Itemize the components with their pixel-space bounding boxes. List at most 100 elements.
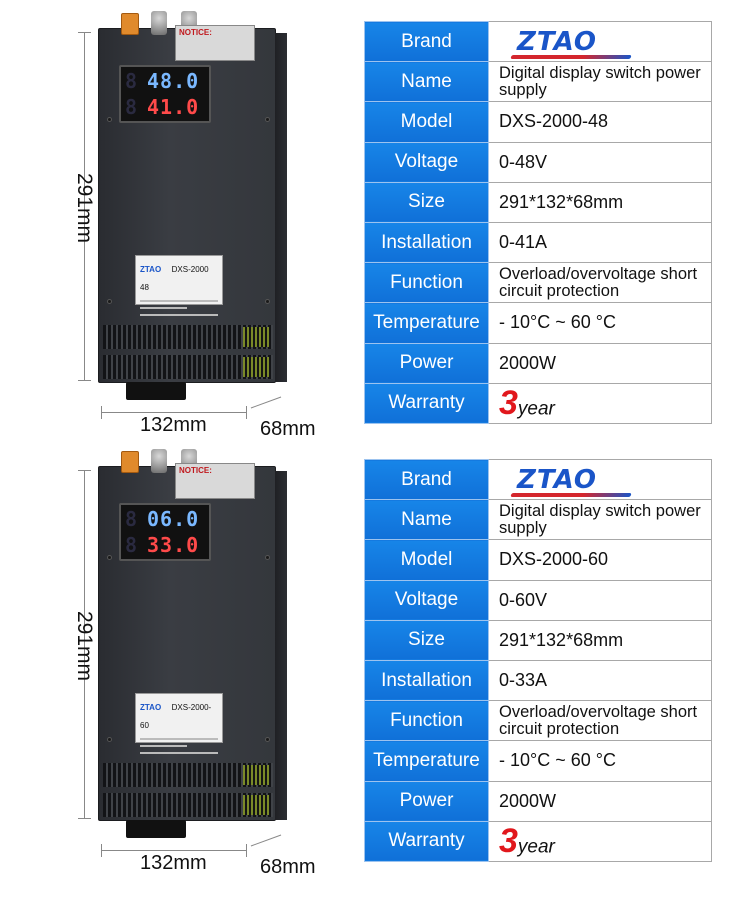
spec-value: Overload/overvoltage short circuit prote… <box>488 262 712 304</box>
width-dimension-label: 132mm <box>140 414 207 436</box>
spec-key: Brand <box>364 458 489 501</box>
device-side <box>275 33 287 382</box>
width-dimension-line <box>101 406 247 419</box>
spec-value: Digital display switch power supply <box>488 61 712 103</box>
nameplate-model: DXS-2000-60 <box>140 703 212 730</box>
brand-logo-text: ZTAO <box>517 26 597 57</box>
spec-key: Size <box>364 181 489 223</box>
spec-row-brand: Brand ZTAO <box>364 458 712 501</box>
brand-logo-text: ZTAO <box>517 464 597 495</box>
spec-value: DXS-2000-60 <box>488 539 712 581</box>
power-supply-illustration: NOTICE: 8 06.0 8 33.0 ZTAO DXS-2000-60 <box>98 449 287 821</box>
spec-row-brand: Brand ZTAO <box>364 20 712 63</box>
product-panel-48v: 291mm NOTICE: 8 48.0 8 41.0 ZTAO DXS-200… <box>0 10 750 450</box>
spec-row-temperature: Temperature- 10°C ~ 60 °C <box>364 740 712 782</box>
nameplate-logo: ZTAO <box>140 265 162 274</box>
height-dimension-label: 291mm <box>73 610 96 682</box>
spec-value: 0-41A <box>488 221 712 264</box>
spec-value: - 10°C ~ 60 °C <box>488 302 712 344</box>
spec-key: Warranty <box>364 382 489 424</box>
width-dimension-line <box>101 844 247 857</box>
spec-value: - 10°C ~ 60 °C <box>488 740 712 782</box>
voltage-readout: 48.0 <box>147 69 200 93</box>
warranty-number: 3 <box>499 821 518 860</box>
depth-dimension-line <box>250 834 282 847</box>
height-dimension-line <box>78 32 91 381</box>
nameplate-label: ZTAO DXS-2000 48 <box>135 255 223 316</box>
spec-value: 291*132*68mm <box>488 181 712 223</box>
display-ghost-digit: 8 <box>125 95 138 119</box>
nameplate-logo: ZTAO <box>140 703 162 712</box>
spec-key: Function <box>364 700 489 742</box>
terminal-block-icon <box>121 13 139 35</box>
spec-value: 2000W <box>488 780 712 822</box>
ztao-logo: ZTAO <box>510 464 632 497</box>
depth-dimension-label: 68mm <box>260 856 316 878</box>
notice-sticker: NOTICE: <box>175 25 255 61</box>
depth-dimension-label: 68mm <box>260 418 316 440</box>
spec-key: Size <box>364 619 489 661</box>
height-dimension-line <box>78 470 91 819</box>
display-ghost-digit: 8 <box>125 69 138 93</box>
warranty-unit: year <box>517 398 555 420</box>
output-terminal-connector <box>126 382 186 400</box>
nameplate-model: DXS-2000 48 <box>140 265 209 292</box>
spec-key: Power <box>364 780 489 822</box>
spec-value: DXS-2000-48 <box>488 101 712 143</box>
display-ghost-digit: 8 <box>125 507 138 531</box>
spec-key: Warranty <box>364 820 489 862</box>
spec-key: Name <box>364 499 489 541</box>
spec-key: Temperature <box>364 302 489 344</box>
voltage-readout: 06.0 <box>147 507 200 531</box>
spec-key: Installation <box>364 221 489 264</box>
screw-icon <box>107 299 112 304</box>
spec-key: Model <box>364 101 489 143</box>
spec-key: Voltage <box>364 141 489 183</box>
depth-dimension-line <box>250 396 282 409</box>
digital-display: 8 06.0 8 33.0 <box>119 503 211 561</box>
vent-grille <box>103 763 273 787</box>
notice-title: NOTICE: <box>179 466 212 475</box>
spec-value: 2000W <box>488 342 712 384</box>
height-dimension-label: 291mm <box>73 172 96 244</box>
current-readout: 41.0 <box>147 95 200 119</box>
digital-display: 8 48.0 8 41.0 <box>119 65 211 123</box>
logo-swoosh-icon <box>510 492 632 497</box>
spec-key: Temperature <box>364 740 489 782</box>
spec-key: Model <box>364 539 489 581</box>
spec-key: Installation <box>364 659 489 702</box>
spec-value-brand: ZTAO <box>488 458 712 501</box>
output-terminal-connector <box>126 820 186 838</box>
spec-value: 0-33A <box>488 659 712 702</box>
spec-key: Brand <box>364 20 489 63</box>
warranty-unit: year <box>517 836 555 858</box>
power-supply-illustration: NOTICE: 8 48.0 8 41.0 ZTAO DXS-2000 48 <box>98 11 287 383</box>
current-readout: 33.0 <box>147 533 200 557</box>
product-panel-60v: 291mm NOTICE: 8 06.0 8 33.0 ZTAO DXS-200… <box>0 448 750 888</box>
notice-sticker: NOTICE: <box>175 463 255 499</box>
width-dimension-label: 132mm <box>140 852 207 874</box>
terminal-block-icon <box>121 451 139 473</box>
vent-grille <box>103 325 273 349</box>
spec-key: Name <box>364 61 489 103</box>
spec-row-temperature: Temperature- 10°C ~ 60 °C <box>364 302 712 344</box>
spec-value: Overload/overvoltage short circuit prote… <box>488 700 712 742</box>
spec-key: Voltage <box>364 579 489 621</box>
spec-value-brand: ZTAO <box>488 20 712 63</box>
